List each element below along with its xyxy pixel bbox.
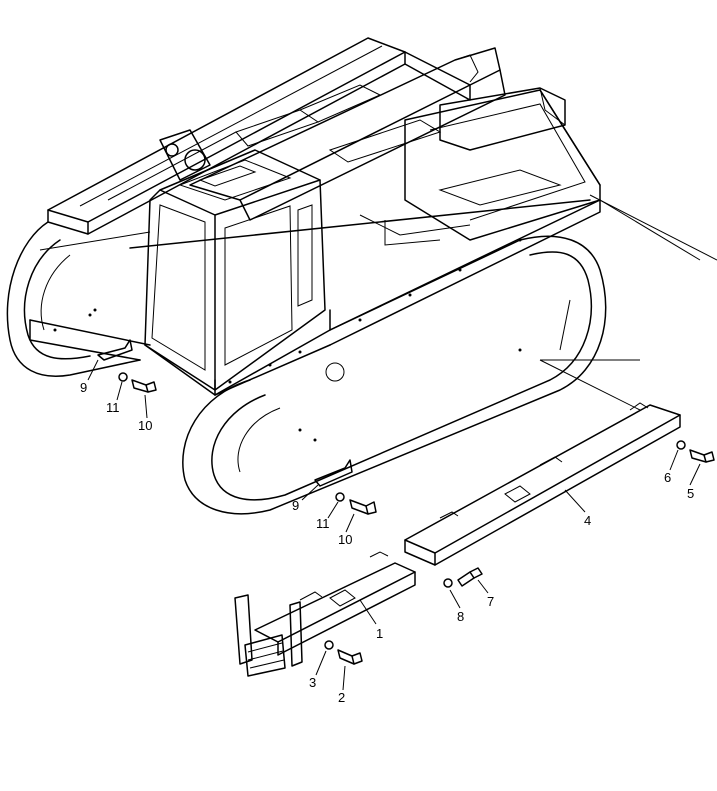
callout-11-upper: 11 (106, 400, 120, 415)
callout-10-lower: 10 (338, 532, 352, 547)
callout-4: 4 (584, 513, 591, 528)
callout-8: 8 (457, 609, 464, 624)
left-track (6, 221, 141, 377)
step-part-4 (404, 402, 681, 566)
assembly-leader-lines (539, 199, 701, 411)
bracket-lower (314, 459, 353, 487)
callout-6: 6 (664, 470, 671, 485)
right-track (182, 235, 607, 515)
washer-3 (324, 640, 334, 650)
bolt-upper (131, 379, 157, 393)
bolt-lower (349, 499, 377, 515)
upper-frame (47, 37, 601, 249)
callout-9-upper: 9 (80, 380, 87, 395)
callout-9-lower: 9 (292, 498, 299, 513)
callout-leaders (87, 359, 701, 691)
bolt-2 (337, 649, 363, 665)
step-part-1 (234, 551, 416, 677)
operator-cab (144, 149, 331, 396)
washer-8 (443, 578, 453, 588)
washer-upper (118, 372, 128, 382)
bolt-hole-dots (53, 238, 522, 442)
callout-5: 5 (687, 486, 694, 501)
callout-7: 7 (487, 594, 494, 609)
callout-11-lower: 11 (316, 516, 330, 531)
callout-10-upper: 10 (138, 418, 152, 433)
side-frame-rails (29, 194, 717, 396)
bolt-7 (457, 567, 483, 587)
bracket-upper (97, 339, 133, 361)
washer-lower (335, 492, 345, 502)
washer-6 (676, 440, 686, 450)
callout-3: 3 (309, 675, 316, 690)
callout-1: 1 (376, 626, 383, 641)
callout-2: 2 (338, 690, 345, 705)
bolt-5 (689, 449, 715, 463)
